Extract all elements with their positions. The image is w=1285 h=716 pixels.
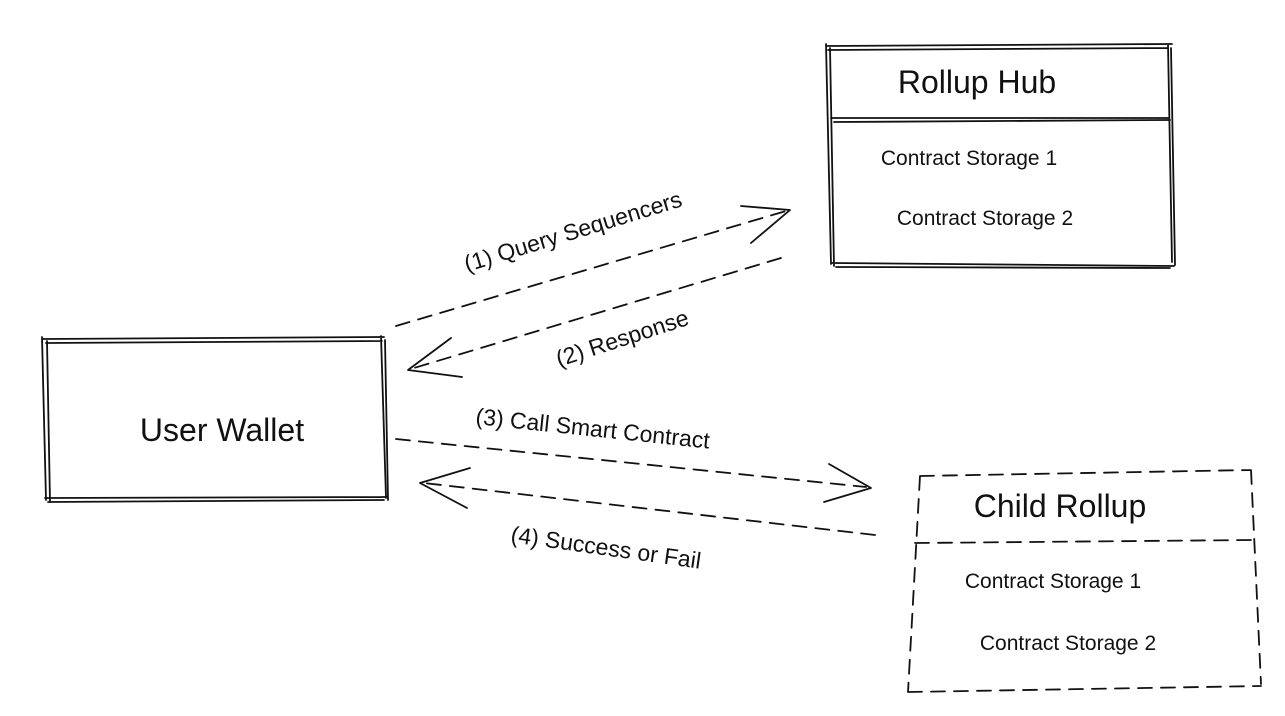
rollup-hub-storage-1: Contract Storage 1 xyxy=(881,147,1057,170)
edge-1-arrowhead xyxy=(740,205,791,244)
child-rollup-title: Child Rollup xyxy=(974,488,1147,524)
edge-call-smart-contract: (3) Call Smart Contract xyxy=(395,403,872,503)
edge-3-arrowhead xyxy=(823,463,872,503)
child-rollup-border xyxy=(907,469,1262,693)
edge-success-or-fail: (4) Success or Fail xyxy=(419,467,876,574)
edge-response: (2) Response xyxy=(407,257,782,378)
rollup-hub-border xyxy=(825,43,1176,269)
child-rollup-divider xyxy=(914,539,1254,544)
child-rollup-node: Child Rollup Contract Storage 1 Contract… xyxy=(907,469,1262,693)
edge-query-sequencers: (1) Query Sequencers xyxy=(395,186,791,327)
edge-3-label: (3) Call Smart Contract xyxy=(474,403,711,454)
edge-3-line xyxy=(395,438,867,488)
edge-2-label: (2) Response xyxy=(553,304,692,371)
edge-1-label: (1) Query Sequencers xyxy=(461,186,685,277)
user-wallet-node: User Wallet xyxy=(41,335,389,503)
user-wallet-border xyxy=(41,335,389,503)
edge-4-label: (4) Success or Fail xyxy=(509,521,702,573)
edge-4-line xyxy=(423,482,876,536)
child-rollup-storage-2: Contract Storage 2 xyxy=(980,632,1156,655)
edge-4-arrowhead xyxy=(419,467,471,509)
rollup-hub-node: Rollup Hub Contract Storage 1 Contract S… xyxy=(825,43,1176,269)
edge-2-arrowhead xyxy=(407,337,463,378)
rollup-hub-title: Rollup Hub xyxy=(898,64,1056,100)
child-rollup-storage-1: Contract Storage 1 xyxy=(965,570,1141,593)
user-wallet-title: User Wallet xyxy=(140,412,304,448)
edge-2-line xyxy=(413,257,782,369)
rollup-hub-storage-2: Contract Storage 2 xyxy=(897,207,1073,230)
rollup-hub-divider xyxy=(830,117,1171,123)
